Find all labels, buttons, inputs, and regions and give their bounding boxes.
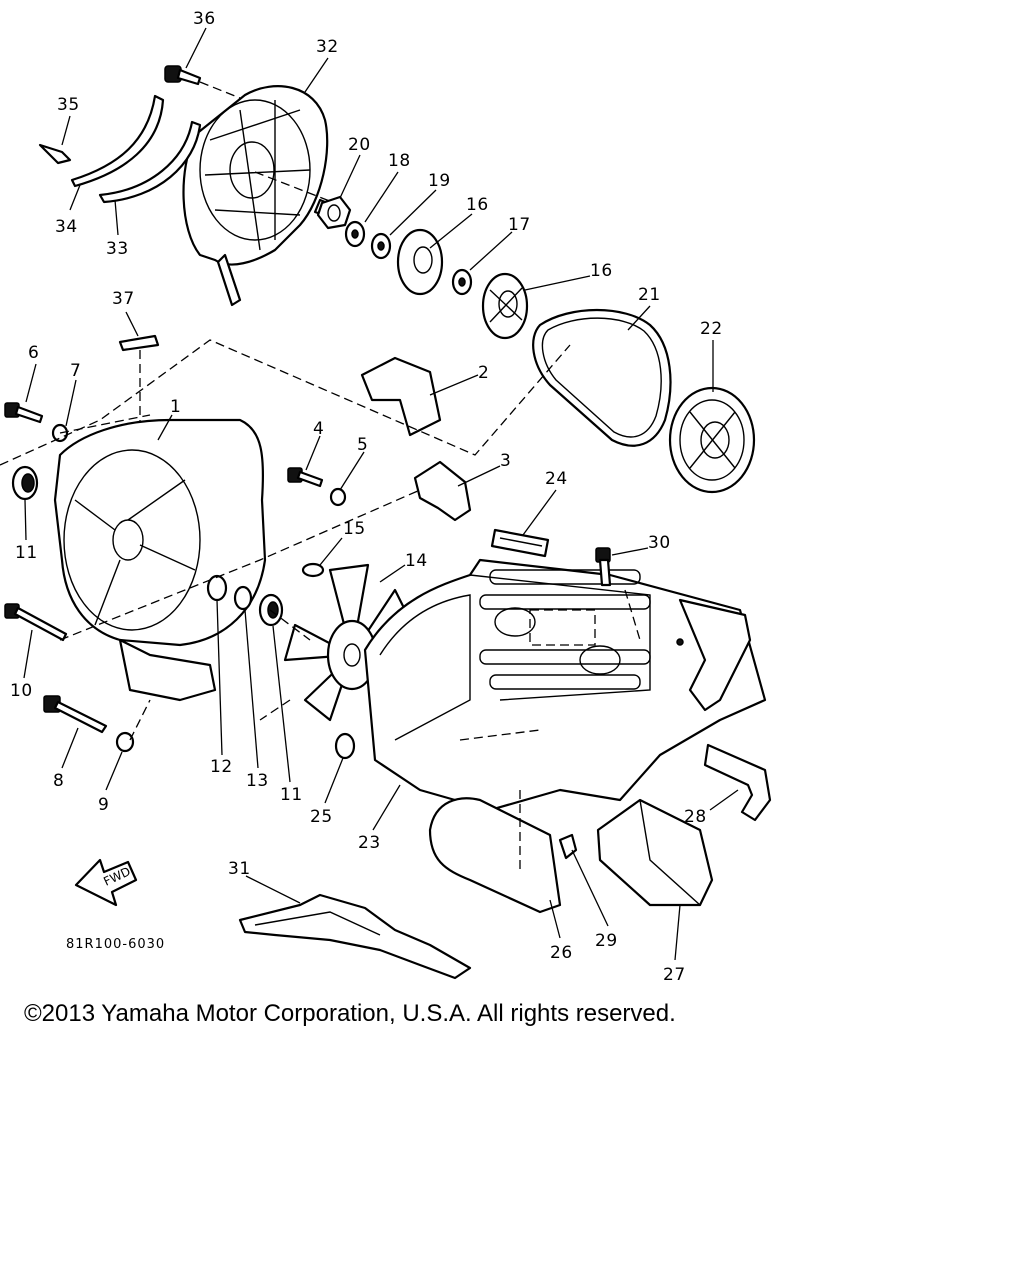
part-26-flap (428, 797, 562, 914)
part-16-sheave-a (396, 228, 444, 296)
exploded-parts-diagram: FWD 81R100-6030 36 32 35 34 33 20 18 19 … (0, 9, 772, 985)
part-32-fan-cover (182, 85, 347, 307)
callout-37: 37 (112, 289, 135, 309)
part-20-nut (316, 195, 352, 230)
callout-12: 12 (210, 757, 233, 777)
callout-33: 33 (106, 239, 129, 259)
part-6-bolt (4, 402, 44, 424)
callout-35: 35 (57, 95, 80, 115)
callout-11b: 11 (280, 785, 303, 805)
callout-8: 8 (53, 771, 64, 791)
copyright-notice: ©2013 Yamaha Motor Corporation, U.S.A. A… (24, 1000, 676, 1027)
callout-30: 30 (648, 533, 671, 553)
part-21-v-belt (532, 308, 672, 447)
callout-32: 32 (316, 37, 339, 57)
part-4-bolt (287, 467, 324, 488)
callout-31: 31 (228, 859, 251, 879)
callout-18: 18 (388, 151, 411, 171)
callout-1: 1 (170, 397, 181, 417)
part-24-label (490, 528, 550, 558)
part-17-washer (451, 268, 473, 296)
callout-25: 25 (310, 807, 333, 827)
callout-10: 10 (10, 681, 33, 701)
part-37-tag (118, 334, 160, 352)
part-16-sheave-b (481, 272, 529, 340)
callout-16b: 16 (590, 261, 613, 281)
part-25-grommet (334, 732, 356, 760)
callout-27: 27 (663, 965, 686, 985)
callout-2: 2 (478, 363, 489, 383)
callout-14: 14 (405, 551, 428, 571)
part-19-washer (370, 232, 392, 260)
callout-36: 36 (193, 9, 216, 29)
callout-34: 34 (55, 217, 78, 237)
diagram-code: 81R100-6030 (66, 937, 165, 952)
callout-23: 23 (358, 833, 381, 853)
callout-24: 24 (545, 469, 568, 489)
part-8-bolt (43, 695, 108, 734)
part-28-bracket (703, 743, 772, 822)
part-30-bolt (595, 547, 612, 587)
part-2-guide (360, 356, 442, 437)
callout-20: 20 (348, 135, 371, 155)
callout-4: 4 (313, 419, 324, 439)
part-10-bolt (4, 603, 68, 642)
part-15-o-ring (301, 562, 325, 578)
callout-22: 22 (700, 319, 723, 339)
callout-16a: 16 (466, 195, 489, 215)
part-27-duct (596, 798, 714, 907)
callout-15: 15 (343, 519, 366, 539)
part-31-guard (238, 893, 472, 980)
callout-5: 5 (357, 435, 368, 455)
callout-3: 3 (500, 451, 511, 471)
callout-21: 21 (638, 285, 661, 305)
part-1-fan-housing (53, 418, 267, 647)
part-36-bolt (164, 65, 202, 86)
part-23-shroud (363, 558, 767, 812)
part-33-strip (98, 120, 202, 204)
part-18-washer (344, 220, 366, 248)
callout-26: 26 (550, 943, 573, 963)
callout-6: 6 (28, 343, 39, 363)
callout-19: 19 (428, 171, 451, 191)
callout-13: 13 (246, 771, 269, 791)
part-3-bracket (413, 460, 472, 522)
callout-17: 17 (508, 215, 531, 235)
part-29-clip (558, 833, 578, 860)
callout-28: 28 (684, 807, 707, 827)
fwd-arrow-icon: FWD (74, 858, 138, 907)
part-9-washer (115, 731, 135, 753)
callout-29: 29 (595, 931, 618, 951)
part-11-seal-left (11, 465, 39, 501)
callout-9: 9 (98, 795, 109, 815)
callout-7: 7 (70, 361, 81, 381)
part-35-clip (38, 143, 72, 165)
callout-11a: 11 (15, 543, 38, 563)
part-22-pulley (668, 386, 756, 494)
part-13-washer (233, 585, 253, 611)
part-5-washer (329, 487, 347, 507)
part-34-strip (70, 94, 165, 188)
